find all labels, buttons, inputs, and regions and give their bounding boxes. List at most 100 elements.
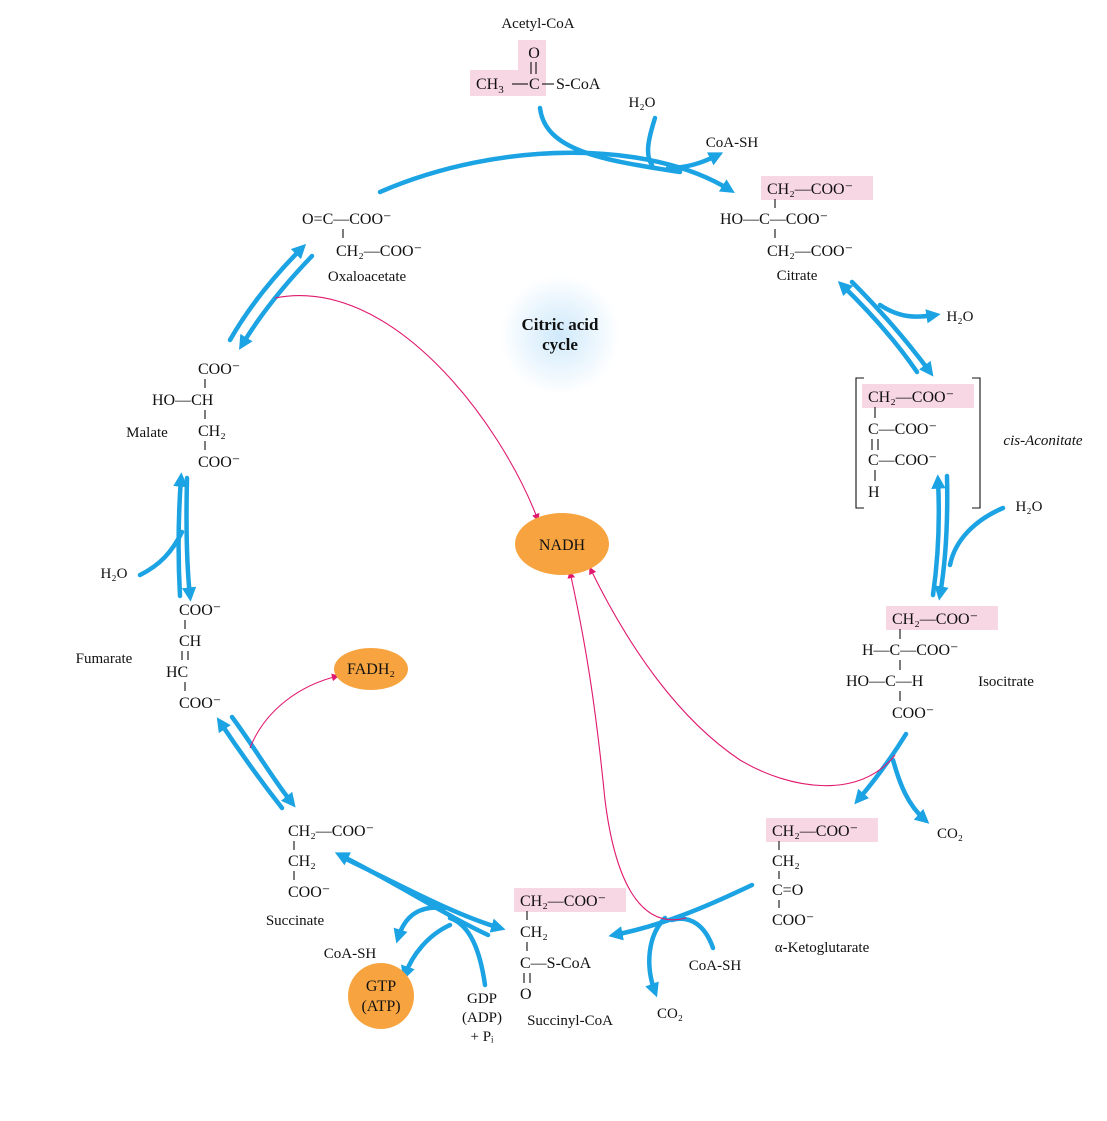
acetyl-tail: S-CoA	[556, 76, 601, 93]
water-label-citrate-synthase: H₂O	[629, 95, 656, 111]
isocitrate-row1: CH₂—COO⁻	[892, 611, 978, 628]
arrow-succinate-to-succinyl-coa	[345, 857, 506, 933]
succinyl-row3: C—S-CoA	[520, 955, 592, 972]
gtp-label: GTP	[366, 978, 396, 995]
citrate-row2: HO—C—COO⁻	[720, 211, 828, 228]
arrow-citrate-to-aconitate	[849, 279, 934, 377]
arrow-coash-out-citrate	[665, 152, 724, 171]
arrow-isocitrate-to-aconitate	[930, 474, 946, 598]
center-title-line2: cycle	[542, 335, 578, 354]
acetyl-highlight-top	[518, 40, 546, 72]
arrow-fumarate-to-succinate	[229, 714, 296, 808]
succinyl-row4: O	[520, 986, 532, 1003]
arrow-co2-out-akgdh	[645, 915, 668, 998]
malate-row1: COO⁻	[198, 361, 240, 378]
arrow-acetyl-coa-input	[537, 105, 683, 175]
co2-label-icdh: CO₂	[937, 826, 963, 842]
citrate-row3: CH₂—COO⁻	[767, 243, 853, 260]
aconitate-name: cis-Aconitate	[1003, 433, 1082, 449]
arrow-oxaloacetate-to-malate	[239, 253, 315, 350]
isocitrate-row4: COO⁻	[892, 705, 934, 722]
malate-row3: CH₂	[198, 423, 226, 440]
succinate-name: Succinate	[266, 913, 325, 929]
fumarate-row1: COO⁻	[179, 602, 221, 619]
coash-label-citrate-synthase: CoA-SH	[706, 135, 759, 151]
aconitate-highlight	[862, 384, 974, 408]
citrate-name: Citrate	[777, 268, 818, 284]
succinate-row1: CH₂—COO⁻	[288, 823, 374, 840]
fumarate-name: Fumarate	[76, 651, 133, 667]
acetyl-methyl: CH3	[476, 76, 504, 96]
succinyl-row2: CH₂	[520, 924, 548, 941]
co2-label-akgdh: CO₂	[657, 1006, 683, 1022]
arrow-akg-to-succinyl-coa	[608, 882, 755, 941]
thin-arrow-succinate-to-fadh2	[249, 673, 340, 749]
coash-label-scs: CoA-SH	[324, 946, 377, 962]
aconitate-row1: CH₂—COO⁻	[868, 389, 954, 406]
nadh-ellipse	[515, 513, 609, 575]
thin-arrow-malate-to-nadh	[274, 295, 540, 522]
coash-label-akgdh: CoA-SH	[689, 958, 742, 974]
succinyl-name: Succinyl-CoA	[527, 1013, 613, 1029]
arrow-oxaloacetate-to-citrate	[377, 150, 735, 195]
akg-row2: CH₂	[772, 853, 800, 870]
center-glow	[500, 275, 620, 395]
oxaloacetate-row1: O=C—COO⁻	[302, 211, 391, 228]
fumarate-row3: HC	[166, 664, 188, 681]
arrow-water-in-aconitase	[947, 505, 1006, 568]
fumarate-row4: COO⁻	[179, 695, 221, 712]
citrate-row1: CH₂—COO⁻	[767, 181, 853, 198]
arrow-co2-out-icdh	[890, 757, 930, 824]
akg-row4: COO⁻	[772, 912, 814, 929]
isocitrate-highlight	[886, 606, 998, 630]
arrow-aconitate-to-isocitrate	[934, 473, 950, 601]
isocitrate-name: Isocitrate	[978, 674, 1034, 690]
oxaloacetate-row2: CH₂—COO⁻	[336, 243, 422, 260]
akg-row3: C=O	[772, 882, 803, 899]
akg-highlight	[766, 818, 878, 842]
atp-label: (ATP)	[361, 998, 400, 1015]
arrow-isocitrate-to-akg	[854, 731, 909, 805]
fadh2-ellipse	[334, 648, 408, 690]
akg-name: α-Ketoglutarate	[775, 940, 870, 956]
arrow-gdp-in-scs	[447, 915, 488, 988]
akg-row1: CH₂—COO⁻	[772, 823, 858, 840]
nadh-label: NADH	[539, 537, 586, 554]
aconitate-row4: H	[868, 484, 880, 501]
acetyl-oxygen: O	[528, 45, 540, 62]
aconitate-row2: C—COO⁻	[868, 421, 937, 438]
arrow-malate-to-fumarate	[181, 475, 197, 602]
arrow-coash-out-scs	[393, 905, 448, 944]
gdp-label: GDP	[467, 991, 497, 1007]
citrate-highlight	[761, 176, 873, 200]
acetyl-carbon: C	[529, 76, 540, 93]
arrow-succinate-to-fumarate	[216, 717, 285, 811]
arrow-gtp-out-scs	[401, 922, 453, 981]
water-label-aconitase-in: H₂O	[1016, 499, 1043, 515]
succinate-row2: CH₂	[288, 853, 316, 870]
thin-arrow-isocitrate-to-nadh	[589, 566, 896, 787]
oxaloacetate-name: Oxaloacetate	[328, 269, 407, 285]
thin-arrow-akg-to-nadh	[567, 570, 687, 921]
malate-row4: COO⁻	[198, 454, 240, 471]
acetyl-coa-name: Acetyl-CoA	[501, 16, 574, 32]
arrow-malate-to-oxaloacetate	[227, 243, 307, 343]
water-label-aconitase-out: H₂O	[947, 309, 974, 325]
arrow-water-in-fumarase	[137, 529, 185, 578]
pi-label: + Pᵢ	[470, 1029, 494, 1045]
succinate-row3: COO⁻	[288, 884, 330, 901]
arrow-aconitate-to-citrate	[837, 280, 920, 375]
acetyl-highlight	[470, 70, 546, 96]
water-label-fumarase: H₂O	[101, 566, 128, 582]
isocitrate-row2: H—C—COO⁻	[862, 642, 958, 659]
arrow-water-out-aconitase	[877, 302, 941, 324]
malate-row2: HO—CH	[152, 392, 214, 409]
arrow-coash-in-akgdh	[669, 916, 716, 951]
center-title-line1: Citric acid	[522, 315, 599, 334]
fumarate-row2: CH	[179, 633, 202, 650]
succinyl-highlight	[514, 888, 626, 912]
fadh2-label: FADH₂	[347, 661, 395, 678]
aconitate-row3: C—COO⁻	[868, 452, 937, 469]
